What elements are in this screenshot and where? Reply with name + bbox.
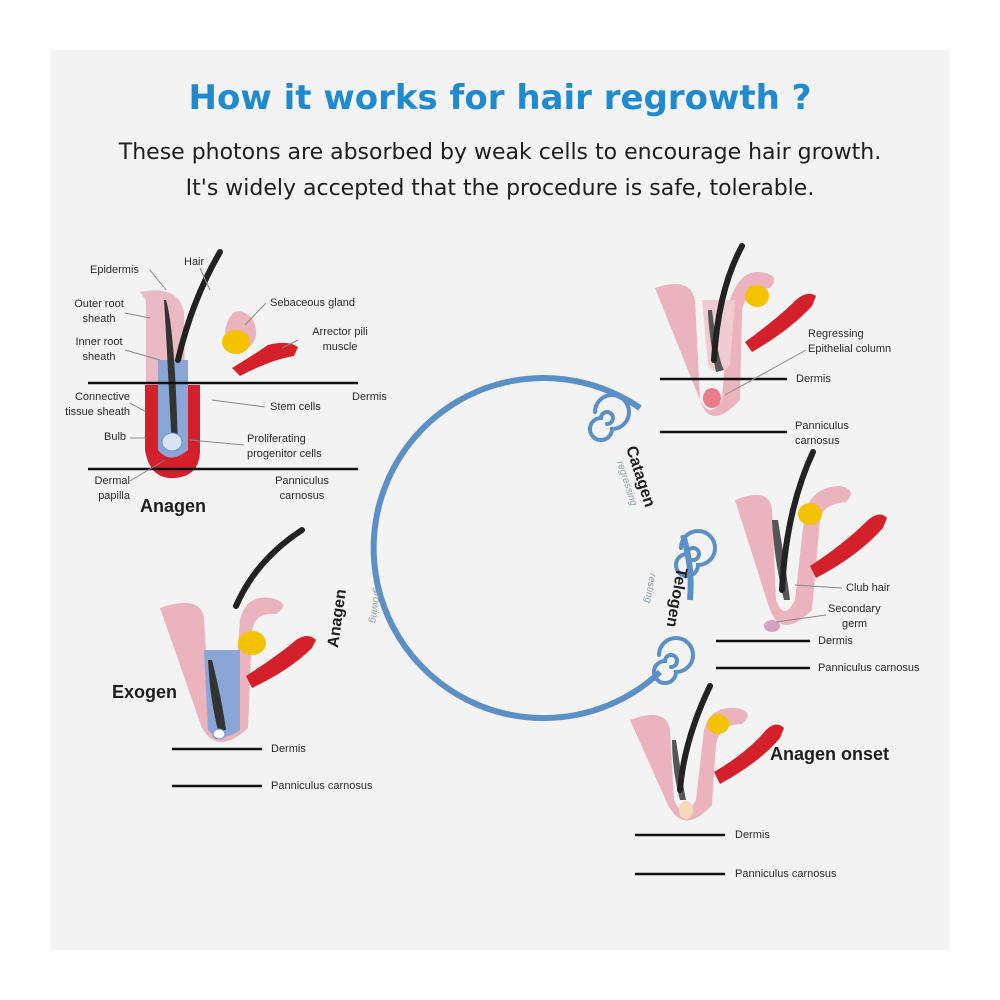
- stage-title-anagen: Anagen: [140, 496, 207, 516]
- exogen-follicle-illustration: [160, 527, 316, 742]
- swirl-catagen-icon: [588, 393, 631, 442]
- catagen-follicle-illustration: [655, 243, 816, 416]
- stage-title-exogen: Exogen: [112, 682, 178, 702]
- label-exogen-dermis: Dermis: [271, 743, 306, 755]
- label-anagen-onset-dermis: Dermis: [735, 829, 770, 841]
- catagen-leader-line: [724, 349, 807, 396]
- label-anagen-onset-panniculus-carnosus: Panniculus carnosus: [735, 868, 837, 880]
- swirl-telogen-icon: [674, 529, 717, 578]
- label-bulb: Bulb: [104, 431, 127, 443]
- label-anagen-dermis: Dermis: [352, 391, 387, 403]
- stage-title-anagen-onset: Anagen onset: [770, 744, 890, 764]
- label-club-hair: Club hair: [846, 582, 891, 594]
- label-exogen-panniculus-carnosus: Panniculus carnosus: [271, 780, 373, 792]
- telogen-leader-lines: [775, 584, 843, 623]
- label-epidermis: Epidermis: [90, 264, 139, 276]
- page-title: How it works for hair regrowth ?: [188, 78, 812, 118]
- label-hair: Hair: [184, 256, 205, 268]
- diagram-panel: [50, 50, 950, 950]
- cycle-label-anagen: Anagen: [325, 588, 350, 648]
- anagen-leader-lines: [124, 267, 299, 482]
- label-sebaceous-gland: Sebaceous gland: [270, 297, 356, 309]
- anagen-follicle-illustration: [140, 249, 298, 479]
- swirl-resting-icon: [652, 636, 695, 685]
- subtitle-line-2: It's widely accepted that the procedure …: [185, 176, 815, 201]
- label-telogen-dermis: Dermis: [818, 635, 853, 647]
- label-telogen-panniculus-carnosus: Panniculus carnosus: [818, 662, 920, 674]
- cycle-ring: [370, 375, 694, 722]
- cycle-sublabel-growing: growing: [367, 588, 383, 625]
- telogen-follicle-illustration: [735, 449, 887, 632]
- cycle-sublabel-resting: resting: [642, 572, 658, 604]
- label-stem-cells: Stem cells: [270, 401, 321, 413]
- anagen-onset-follicle-illustration: [630, 683, 784, 821]
- subtitle-line-1: These photons are absorbed by weak cells…: [118, 140, 882, 165]
- cycle-label-telogen: Telogen: [663, 566, 690, 628]
- label-catagen-dermis: Dermis: [796, 373, 831, 385]
